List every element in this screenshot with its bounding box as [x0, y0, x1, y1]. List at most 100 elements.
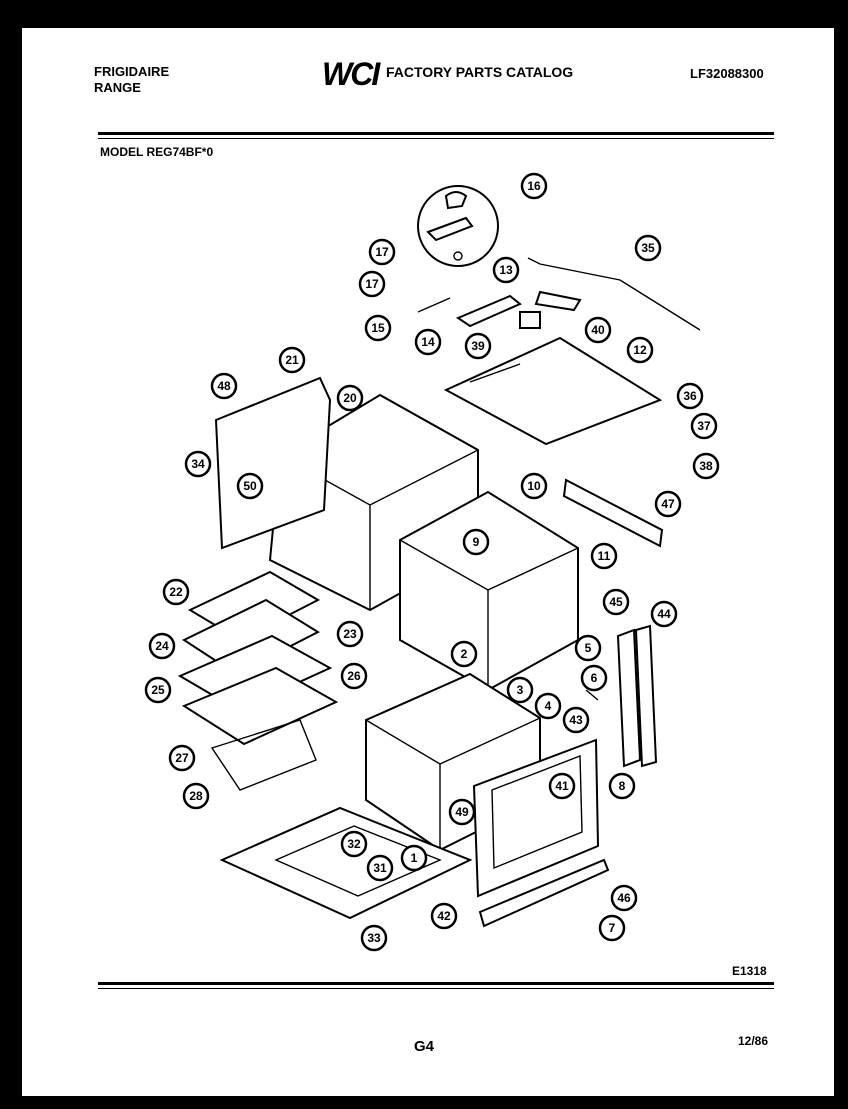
svg-text:22: 22 [169, 585, 183, 599]
svg-text:38: 38 [699, 459, 713, 473]
clip-40 [534, 290, 582, 312]
svg-text:40: 40 [591, 323, 605, 337]
trim-strip [562, 478, 664, 548]
hinge-strip-2 [634, 624, 658, 768]
header-divider-thin [98, 138, 774, 139]
svg-text:37: 37 [697, 419, 711, 433]
svg-text:49: 49 [455, 805, 469, 819]
svg-text:14: 14 [421, 335, 435, 349]
callout-14: 14 [414, 328, 442, 356]
callout-44: 44 [650, 600, 678, 628]
callout-34: 34 [184, 450, 212, 478]
callout-49: 49 [448, 798, 476, 826]
callout-23: 23 [336, 620, 364, 648]
page-number: G4 [414, 1038, 435, 1055]
wire-harness [527, 257, 701, 331]
trim-46 [478, 858, 610, 928]
callout-2: 2 [450, 640, 478, 668]
callout-6: 6 [580, 664, 608, 692]
callout-11: 11 [590, 542, 618, 570]
svg-text:13: 13 [499, 263, 513, 277]
callout-32: 32 [340, 830, 368, 858]
oven-rack-2 [181, 666, 339, 746]
callout-48: 48 [210, 372, 238, 400]
callout-28: 28 [182, 782, 210, 810]
svg-text:4: 4 [545, 699, 552, 713]
top-panel [443, 336, 663, 446]
callout-3: 3 [506, 676, 534, 704]
callout-17b: 17 [358, 270, 386, 298]
svg-text:1: 1 [411, 851, 418, 865]
callout-27: 27 [168, 744, 196, 772]
svg-text:44: 44 [657, 607, 671, 621]
callout-10: 10 [520, 472, 548, 500]
part-number: LF32088300 [690, 66, 764, 81]
svg-text:36: 36 [683, 389, 697, 403]
catalog-title: FACTORY PARTS CATALOG [386, 64, 574, 80]
callout-36: 36 [676, 382, 704, 410]
callout-42: 42 [430, 902, 458, 930]
side-panel [214, 376, 332, 550]
appliance-type: RANGE [94, 80, 141, 95]
svg-text:25: 25 [151, 683, 165, 697]
svg-text:39: 39 [471, 339, 485, 353]
callout-8: 8 [608, 772, 636, 800]
thermostat-detail [417, 185, 499, 267]
svg-text:34: 34 [191, 457, 205, 471]
callout-26: 26 [340, 662, 368, 690]
svg-text:17: 17 [365, 277, 379, 291]
footer-divider-thin [98, 988, 774, 989]
callout-31: 31 [366, 854, 394, 882]
svg-text:11: 11 [598, 549, 611, 563]
svg-text:32: 32 [347, 837, 361, 851]
header-divider [98, 132, 774, 135]
model-number: MODEL REG74BF*0 [100, 145, 214, 159]
callout-7: 7 [598, 914, 626, 942]
callout-33: 33 [360, 924, 388, 952]
callout-35: 35 [634, 234, 662, 262]
bracket-13 [455, 294, 522, 328]
sensor-15 [417, 297, 451, 313]
svg-text:46: 46 [617, 891, 631, 905]
svg-text:24: 24 [155, 639, 169, 653]
callout-38: 38 [692, 452, 720, 480]
svg-text:50: 50 [243, 479, 257, 493]
svg-text:41: 41 [555, 779, 569, 793]
callout-24: 24 [148, 632, 176, 660]
svg-text:8: 8 [619, 779, 626, 793]
callout-50: 50 [236, 472, 264, 500]
svg-text:10: 10 [527, 479, 541, 493]
callout-43: 43 [562, 706, 590, 734]
callout-40: 40 [584, 316, 612, 344]
svg-text:12: 12 [633, 343, 647, 357]
catalog-date: 12/86 [738, 1034, 769, 1048]
svg-text:28: 28 [189, 789, 203, 803]
diagram-code: E1318 [732, 964, 767, 978]
svg-text:45: 45 [609, 595, 623, 609]
callout-46: 46 [610, 884, 638, 912]
svg-text:26: 26 [347, 669, 361, 683]
callout-9: 9 [462, 528, 490, 556]
svg-text:9: 9 [473, 535, 480, 549]
wci-logo: WCI [322, 56, 380, 92]
svg-text:5: 5 [585, 641, 592, 655]
callout-5: 5 [574, 634, 602, 662]
callout-17a: 17 [368, 238, 396, 266]
svg-text:7: 7 [609, 921, 616, 935]
connector-39 [519, 311, 541, 329]
callout-12: 12 [626, 336, 654, 364]
bottom-panel [219, 806, 473, 920]
callout-1: 1 [400, 844, 428, 872]
svg-text:33: 33 [367, 931, 381, 945]
callout-47: 47 [654, 490, 682, 518]
callout-37: 37 [690, 412, 718, 440]
footer-divider [98, 982, 774, 985]
svg-text:17: 17 [375, 245, 389, 259]
brand-name: FRIGIDAIRE [94, 64, 170, 79]
svg-text:3: 3 [517, 683, 524, 697]
hinge-strip [616, 628, 642, 768]
callout-21: 21 [278, 346, 306, 374]
callout-22: 22 [162, 578, 190, 606]
callout-15: 15 [364, 314, 392, 342]
